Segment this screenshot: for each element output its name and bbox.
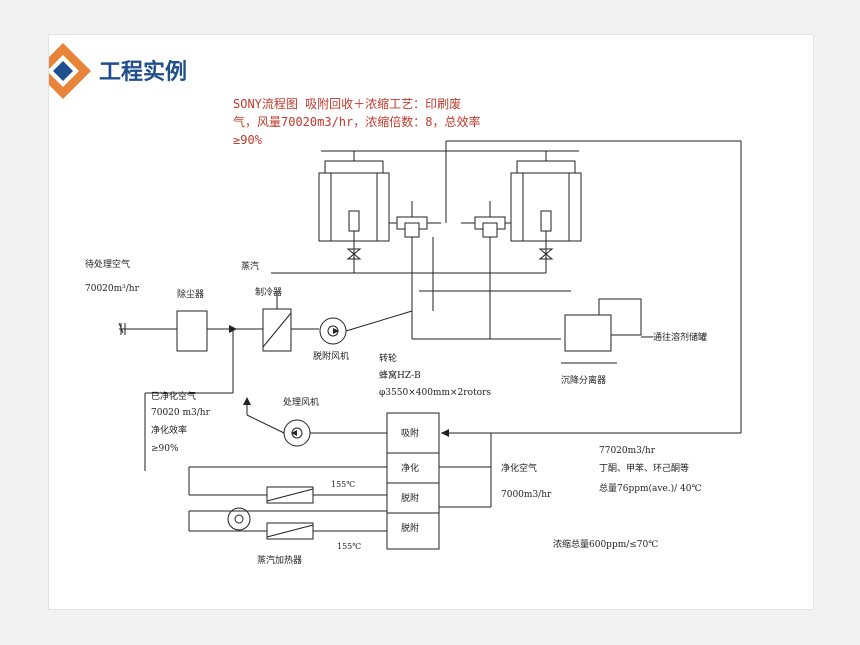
diagram-title-line-1: SONY流程图 吸附回收＋浓缩工艺：印刷废 [233,96,461,111]
rotor-spec-label: φ3550×400mm×2rotors [379,388,491,398]
valve-icon [346,231,362,273]
purify-label: 净化 [401,462,419,474]
desorb-fan-icon [319,310,413,345]
cooler-label: 制冷器 [255,286,282,298]
honeycomb-label: 蜂窝HZ-B [379,369,421,381]
flow-7000-label: 7000m3/hr [501,490,552,500]
header-title: 工程实例 [99,59,187,85]
dust-collector-box [176,310,208,352]
rotor-label: 转轮 [379,352,397,364]
dust-collector-label: 除尘器 [177,288,204,300]
untreated-flow-label: 70020m³/hr [85,284,140,294]
diagram-title-line-2: 气，风量70020m3/hr，浓缩倍数：8，总效率 [233,114,480,129]
separator-label: 沉降分离器 [561,374,606,386]
efficiency-value: ≥90% [151,444,179,454]
desorb-zone-1 [386,482,440,514]
untreated-air-label: 待处理空气 [85,258,130,270]
desorb-zone-2 [386,512,440,550]
damper-icon [389,201,441,238]
desorb-label-1: 脱附 [401,492,419,504]
valve-icon [538,231,554,273]
adsorber-tank-left [318,150,390,242]
separator-icon [561,298,642,364]
steam-heater-label: 蒸汽加热器 [257,554,302,566]
solvents-label: 丁酮、甲苯、环己酮等 [599,462,689,474]
adsorb-label: 吸附 [401,427,419,439]
adsorber-tank-right [510,150,582,242]
desorb-label-2: 脱附 [401,522,419,534]
content-card: 工程实例 SONY流程图 吸附回收＋浓缩工艺：印刷废 气，风量70020m3/h… [48,34,814,610]
temp-2-label: 155℃ [337,542,361,551]
process-fan-label: 处理风机 [283,396,319,408]
company-logo-icon [49,43,91,99]
conc-total-label: 浓缩总量600ppm/≤70℃ [553,538,658,550]
process-fan-icon [283,419,311,447]
temp-1-label: 155℃ [331,480,355,489]
diagram-title-line-3: ≥90% [233,133,263,147]
desorb-fan-label: 脱附风机 [313,350,349,362]
steam-label: 蒸汽 [241,260,259,272]
steam-heater-2-icon [266,522,314,540]
total-conc-label: 总量76ppm(ave.)/ 40℃ [599,482,702,494]
flow-77020-label: 77020m3/hr [599,446,656,456]
cooler-icon [262,308,292,352]
clean-flow-label: 70020 m3/hr [151,408,211,418]
clean-air-2-label: 净化空气 [501,462,537,474]
steam-heater-icon [266,486,314,504]
clean-air-label: 已净化空气 [151,390,196,402]
efficiency-label: 净化效率 [151,424,187,436]
desorb-fan-2-icon [227,507,251,531]
process-flow-diagram: 工程实例 SONY流程图 吸附回收＋浓缩工艺：印刷废 气，风量70020m3/h… [49,43,742,566]
to-tank-label: 通往溶剂储罐 [653,331,707,343]
damper-icon [461,201,511,238]
